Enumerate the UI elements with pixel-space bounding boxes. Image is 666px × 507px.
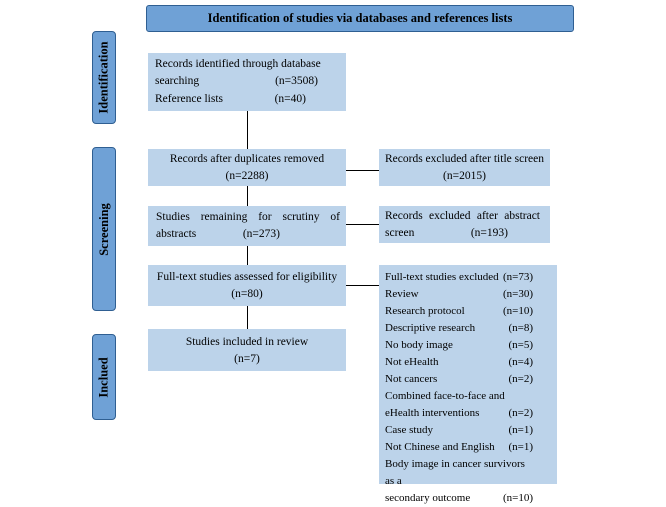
exclusion-reason-label: eHealth interventions	[385, 407, 480, 419]
exclusion-reason-row: Case study (n=1)	[385, 422, 547, 439]
exclusion-reason-count: (n=1)	[508, 424, 533, 436]
exclusion-reason-count: (n=8)	[508, 322, 533, 334]
box-records-identified: Records identified through database sear…	[148, 53, 346, 111]
row: abstracts (n=273)	[156, 226, 340, 243]
exclusion-reason-count: (n=5)	[508, 339, 533, 351]
count: (n=2288)	[225, 170, 269, 183]
phase-included-label: Inclued	[96, 356, 111, 398]
exclusion-reason-row: Not Chinese and English (n=1)	[385, 439, 547, 456]
exclusion-reason-count: (n=4)	[508, 356, 533, 368]
connector-to-fulltext-excluded	[345, 285, 379, 286]
count: (n=193)	[470, 227, 508, 240]
text: Records identified through database	[155, 58, 321, 70]
exclusion-reason-label: Body image in cancer survivors as a	[385, 458, 525, 487]
exclusion-reason-label: No body image	[385, 339, 453, 351]
exclusion-reasons-list: Review (n=30) Research protocol (n=10) Descr…	[385, 286, 547, 507]
box-excluded-title: Records excluded after title screen (n=2…	[379, 149, 550, 186]
exclusion-reason-label: Not Chinese and English	[385, 441, 495, 453]
flow-header: Identification of studies via databases …	[146, 5, 574, 32]
exclusion-reason-label: Not eHealth	[385, 356, 439, 368]
exclusion-reason-count: (n=10)	[502, 305, 533, 317]
exclusion-reason-row: Descriptive research (n=8)	[385, 320, 547, 337]
text: searching	[155, 75, 200, 88]
exclusion-reason-label: Research protocol	[385, 305, 465, 317]
count: (n=7)	[234, 353, 260, 366]
text: Records excluded after title screen	[384, 153, 544, 165]
box-after-duplicates: Records after duplicates removed (n=2288…	[148, 149, 346, 186]
text: Studies remaining for scrutiny of	[156, 211, 340, 223]
exclusion-reason-label: Combined face-to-face and	[385, 390, 505, 402]
phase-identification: Identification	[92, 31, 116, 124]
exclusion-reason-row: secondary outcome (n=10)	[385, 490, 547, 507]
exclusion-reason-row: Review (n=30)	[385, 286, 547, 303]
count: (n=3508)	[275, 75, 318, 88]
box-fulltext-excluded: Full-text studies excluded (n=73) Review…	[379, 265, 557, 504]
text: Records after duplicates removed	[169, 153, 325, 165]
exclusion-reason-count: (n=2)	[508, 373, 533, 385]
text: Full-text studies assessed for eligibili…	[156, 271, 338, 283]
box-included-review: Studies included in review (n=7)	[148, 329, 346, 371]
exclusion-reason-label: Not cancers	[385, 373, 438, 385]
count: (n=273)	[242, 228, 280, 241]
exclusion-reason-count: (n=2)	[508, 407, 533, 419]
exclusion-reason-label: Descriptive research	[385, 322, 476, 334]
connector-to-excluded-title	[345, 170, 379, 171]
text: Reference lists	[155, 92, 224, 105]
connector-to-excluded-abstract	[345, 224, 379, 225]
exclusion-reason-count: (n=10)	[502, 492, 533, 504]
exclusion-reason-row: Body image in cancer survivors as a	[385, 456, 547, 490]
phase-included: Inclued	[92, 334, 116, 420]
exclusion-reason-count: (n=30)	[502, 288, 533, 300]
text: Full-text studies excluded	[385, 271, 499, 283]
phase-screening-label: Screening	[96, 202, 111, 256]
text: Records excluded after abstract	[385, 210, 540, 222]
exclusion-reason-row: Combined face-to-face and	[385, 388, 547, 405]
count: (n=80)	[231, 288, 263, 301]
exclusion-reason-row: Research protocol (n=10)	[385, 303, 547, 320]
exclusion-reason-row: Not eHealth (n=4)	[385, 354, 547, 371]
exclusion-reason-row: eHealth interventions (n=2)	[385, 405, 547, 422]
box-excluded-abstract: Records excluded after abstract screen (…	[379, 206, 550, 243]
excluded-title-row: Full-text studies excluded (n=73)	[385, 269, 547, 286]
connector-fulltext-to-included	[247, 306, 248, 329]
row: Reference lists (n=40)	[155, 91, 336, 108]
count: (n=2015)	[443, 170, 486, 183]
connector-duplicates-to-remaining	[247, 186, 248, 206]
count: (n=40)	[274, 92, 306, 105]
connector-remaining-to-fulltext	[247, 246, 248, 265]
exclusion-reason-label: secondary outcome	[385, 492, 471, 504]
exclusion-reason-row: Not cancers (n=2)	[385, 371, 547, 388]
connector-identified-to-duplicates	[247, 111, 248, 149]
text: Studies included in review	[185, 336, 309, 348]
box-studies-remaining: Studies remaining for scrutiny of abstra…	[148, 206, 346, 246]
phase-screening: Screening	[92, 147, 116, 311]
row: searching (n=3508)	[155, 73, 336, 90]
exclusion-reason-count: (n=1)	[508, 441, 533, 453]
exclusion-reason-label: Review	[385, 288, 419, 300]
exclusion-reason-row: No body image (n=5)	[385, 337, 547, 354]
count: (n=73)	[502, 271, 533, 283]
box-fulltext-assessed: Full-text studies assessed for eligibili…	[148, 265, 346, 306]
exclusion-reason-label: Case study	[385, 424, 433, 436]
text: screen	[385, 227, 415, 240]
row: screen (n=193)	[385, 225, 540, 242]
text: abstracts	[156, 228, 197, 241]
phase-identification-label: Identification	[96, 41, 111, 114]
